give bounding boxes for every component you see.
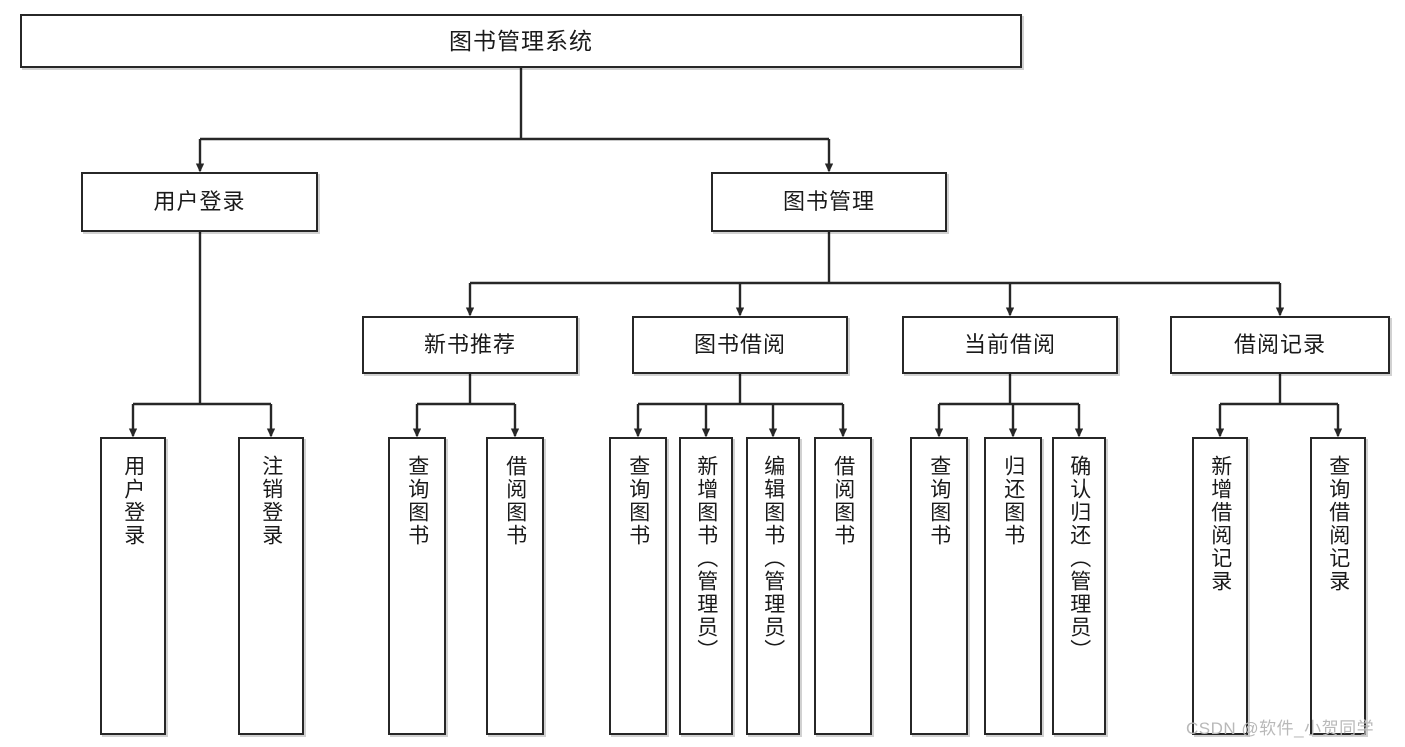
node-label: 新增图书（管理员） <box>694 455 718 662</box>
node-f5[interactable]: 查询图书 <box>609 437 667 735</box>
node-f4[interactable]: 借阅图书 <box>486 437 544 735</box>
node-f9[interactable]: 查询图书 <box>910 437 968 735</box>
node-f3[interactable]: 查询图书 <box>388 437 446 735</box>
node-l3b[interactable]: 图书借阅 <box>632 316 848 374</box>
node-f1[interactable]: 用户登录 <box>100 437 166 735</box>
node-f2[interactable]: 注销登录 <box>238 437 304 735</box>
watermark: CSDN @软件_小贺同学 <box>1186 719 1375 738</box>
node-label: 注销登录 <box>259 455 283 547</box>
node-f6[interactable]: 新增图书（管理员） <box>679 437 733 735</box>
node-label: 确认归还（管理员） <box>1067 455 1091 662</box>
node-f10[interactable]: 归还图书 <box>984 437 1042 735</box>
node-label: 编辑图书（管理员） <box>761 455 785 662</box>
node-label: 图书管理 <box>782 189 875 215</box>
node-label: 新增借阅记录 <box>1208 455 1232 593</box>
node-f13[interactable]: 查询借阅记录 <box>1310 437 1366 735</box>
node-label: 图书管理系统 <box>449 27 593 54</box>
node-label: 借阅记录 <box>1233 332 1326 358</box>
node-l2a[interactable]: 用户登录 <box>81 172 318 232</box>
node-label: 用户登录 <box>121 455 145 547</box>
node-f7[interactable]: 编辑图书（管理员） <box>746 437 800 735</box>
node-label: 图书借阅 <box>693 332 786 358</box>
node-label: 借阅图书 <box>503 455 527 547</box>
node-label: 新书推荐 <box>423 332 516 358</box>
node-f11[interactable]: 确认归还（管理员） <box>1052 437 1106 735</box>
node-f12[interactable]: 新增借阅记录 <box>1192 437 1248 735</box>
node-root[interactable]: 图书管理系统 <box>20 14 1022 68</box>
node-label: 当前借阅 <box>963 332 1056 358</box>
node-label: 查询图书 <box>405 455 429 547</box>
node-label: 查询图书 <box>626 455 650 547</box>
node-label: 归还图书 <box>1001 455 1025 547</box>
node-label: 查询借阅记录 <box>1326 455 1350 593</box>
node-l2b[interactable]: 图书管理 <box>711 172 947 232</box>
node-label: 借阅图书 <box>831 455 855 547</box>
node-f8[interactable]: 借阅图书 <box>814 437 872 735</box>
node-l3a[interactable]: 新书推荐 <box>362 316 578 374</box>
node-label: 查询图书 <box>927 455 951 547</box>
node-label: 用户登录 <box>153 189 246 215</box>
node-l3c[interactable]: 当前借阅 <box>902 316 1118 374</box>
node-l3d[interactable]: 借阅记录 <box>1170 316 1390 374</box>
